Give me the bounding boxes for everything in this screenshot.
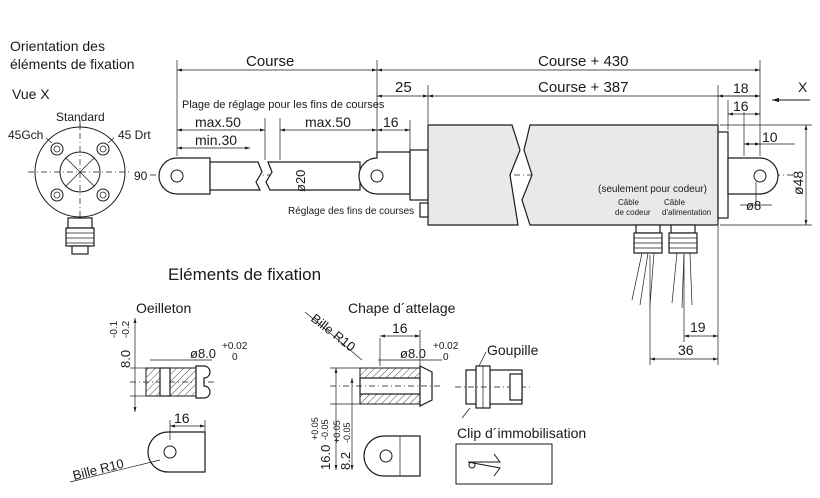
oeil-16-label: 16 bbox=[174, 410, 190, 426]
chape-part: Chape d´attelage Bille R10 16 ø8.0 +0.02… bbox=[304, 300, 459, 477]
course-387-label: Course + 387 bbox=[538, 79, 628, 96]
rod-eye-right bbox=[727, 157, 779, 195]
orientation-title-1: Orientation des bbox=[10, 38, 105, 54]
chape-16-label: 16 bbox=[392, 320, 408, 336]
chape-label: Chape d´attelage bbox=[348, 300, 456, 316]
chape-bore-tol-top: +0.02 bbox=[433, 341, 459, 352]
oeil-bore-tol-bot: 0 bbox=[232, 352, 238, 363]
oeil-bore-label: ø8.0 bbox=[190, 346, 216, 361]
oeil-dim-label: 8.0 bbox=[118, 350, 133, 368]
right-45-label: 45 Drt bbox=[118, 128, 151, 142]
piston-rod bbox=[209, 161, 361, 191]
dim-25-label: 25 bbox=[395, 79, 412, 96]
course-430-label: Course + 430 bbox=[538, 53, 628, 70]
rod-eye-middle bbox=[358, 149, 429, 201]
mounting-hole-icon bbox=[50, 142, 110, 202]
left-45-label: 45Gch bbox=[8, 128, 43, 142]
rod-eye-left bbox=[158, 157, 211, 195]
chape-bore-tol-bot: 0 bbox=[443, 352, 449, 363]
cable-codeur-1: Câble bbox=[618, 198, 639, 207]
clip-label: Clip d´immobilisation bbox=[457, 425, 586, 441]
standard-label: Standard bbox=[56, 110, 105, 124]
codeur-note-label: (seulement pour codeur) bbox=[598, 184, 707, 195]
end-view-circle bbox=[28, 120, 132, 224]
cable-alim-1: Câble bbox=[664, 198, 685, 207]
max50-b-label: max.50 bbox=[305, 114, 351, 130]
oeilleton-part: Oeilleton 8.0 -0.1 -0.2 ø8.0 +0.02 0 16 … bbox=[69, 300, 248, 483]
orientation-title-2: éléments de fixation bbox=[10, 56, 135, 72]
plage-label: Plage de réglage pour les fins de course… bbox=[182, 99, 385, 111]
clip-part: Clip d´immobilisation bbox=[455, 425, 586, 485]
oeil-tol-top: -0.1 bbox=[109, 320, 120, 338]
actuator-side-view: Course Course + 430 25 Course + 387 18 1… bbox=[150, 53, 812, 365]
max50-a-label: max.50 bbox=[195, 114, 241, 130]
course-label: Course bbox=[246, 53, 294, 70]
chape-82-tol-top: +0.05 bbox=[332, 420, 342, 443]
actuator-body bbox=[419, 124, 729, 226]
chape-16-tol-top: +0.05 bbox=[310, 417, 320, 440]
angle-90-label: 90 bbox=[134, 169, 148, 183]
fixation-elements: Eléments de fixation Oeilleton 8.0 -0.1 … bbox=[69, 265, 586, 485]
min30-label: min.30 bbox=[195, 132, 237, 148]
oeil-bore-tol-top: +0.02 bbox=[222, 341, 248, 352]
chape-82-label: 8.2 bbox=[338, 452, 353, 470]
oeil-bille-label: Bille R10 bbox=[71, 456, 125, 483]
goupille-part: Goupille bbox=[455, 342, 539, 419]
oeilleton-label: Oeilleton bbox=[136, 300, 191, 316]
dim-8-label: ø8 bbox=[746, 198, 761, 213]
dim-18-label: 18 bbox=[733, 80, 749, 96]
dim-48-label: ø48 bbox=[790, 171, 806, 195]
dim-16-mid-label: 16 bbox=[383, 114, 399, 130]
fixation-title: Eléments de fixation bbox=[168, 265, 321, 284]
dim-19-label: 19 bbox=[690, 319, 706, 335]
x-view-label: X bbox=[798, 79, 808, 95]
chape-bille-label: Bille R10 bbox=[308, 311, 358, 355]
dim-16-right-label: 16 bbox=[733, 98, 749, 114]
reglage-label: Réglage des fins de courses bbox=[288, 206, 414, 217]
chape-16-tol-bot: -0.05 bbox=[320, 419, 330, 440]
goupille-label: Goupille bbox=[487, 342, 539, 358]
chape-16-0-label: 16.0 bbox=[318, 445, 333, 470]
dim-36-label: 36 bbox=[678, 342, 694, 358]
orientation-view: Orientation des éléments de fixation Vue… bbox=[8, 38, 151, 255]
dim-20-label: ø20 bbox=[293, 170, 308, 192]
view-x-label: Vue X bbox=[12, 86, 50, 102]
chape-82-tol-bot: -0.05 bbox=[342, 422, 352, 443]
body-cable-glands bbox=[631, 224, 698, 309]
dim-10-label: 10 bbox=[762, 129, 778, 145]
cable-alim-2: d'alimentation bbox=[662, 208, 711, 217]
chape-bore-label: ø8.0 bbox=[400, 346, 426, 361]
cable-gland-icon bbox=[65, 217, 95, 255]
clip-icon bbox=[467, 453, 501, 477]
oeil-tol-bot: -0.2 bbox=[121, 320, 132, 338]
cable-codeur-2: de codeur bbox=[615, 208, 651, 217]
